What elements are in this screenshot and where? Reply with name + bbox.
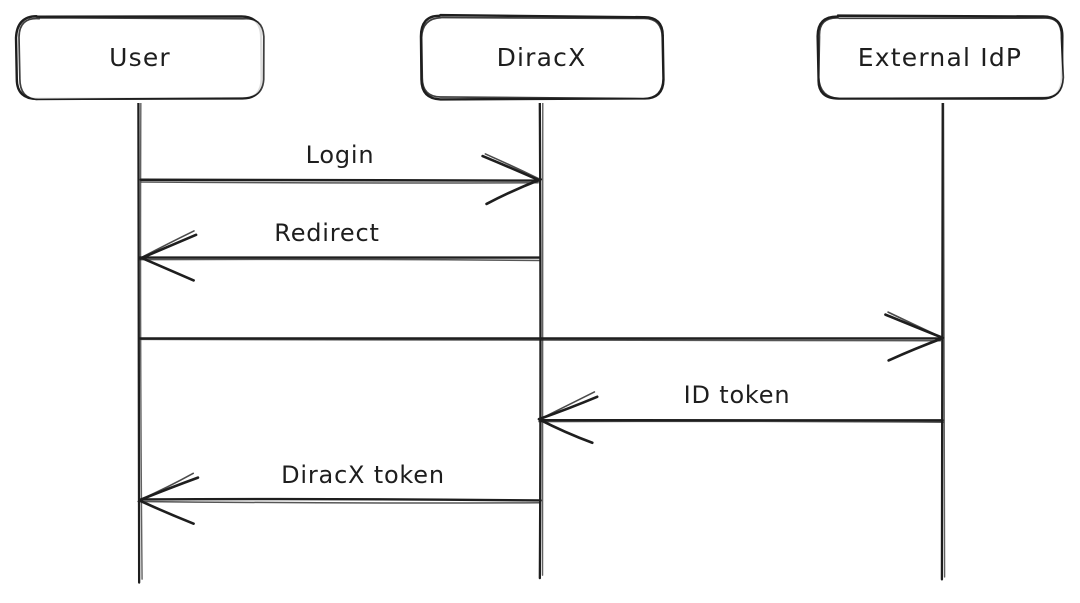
participant-label-user: User	[109, 43, 171, 72]
arrow-head-msg-user-to-idp	[884, 311, 945, 362]
message-msg-diracx-token: DiracX token	[137, 461, 542, 525]
lifeline-user	[137, 98, 143, 584]
message-label-msg-diracx-token: DiracX token	[281, 461, 445, 489]
arrow-head-msg-id-token	[537, 391, 599, 445]
participant-box-sketch-diracx	[420, 16, 664, 100]
participants-layer: User DiracX External IdP	[14, 13, 1066, 103]
participant-label-external-idp: External IdP	[858, 43, 1022, 72]
participant-box-sketch-user	[18, 16, 265, 101]
message-line-msg-diracx-token	[137, 497, 542, 504]
arrow-head-msg-login	[481, 153, 543, 206]
message-label-msg-login: Login	[306, 141, 375, 169]
message-line-msg-redirect	[137, 256, 542, 262]
participant-external-idp[interactable]: External IdP	[814, 13, 1066, 103]
message-msg-user-to-idp	[138, 311, 945, 362]
lifeline-external-idp	[940, 98, 946, 581]
message-msg-login: Login	[139, 141, 543, 206]
participant-user[interactable]: User	[14, 13, 266, 103]
arrow-head-msg-diracx-token	[138, 472, 200, 525]
arrow-head-msg-redirect	[139, 230, 198, 282]
message-line-msg-login	[139, 178, 541, 184]
message-msg-redirect: Redirect	[137, 219, 542, 282]
message-line-msg-id-token	[538, 419, 944, 424]
participant-label-diracx: DiracX	[497, 43, 587, 72]
message-line-msg-user-to-idp	[138, 337, 943, 342]
message-label-msg-id-token: ID token	[684, 381, 791, 409]
participant-box-sketch-external-idp	[817, 17, 1065, 100]
message-msg-id-token: ID token	[537, 381, 944, 445]
participant-diracx[interactable]: DiracX	[416, 13, 667, 103]
message-label-msg-redirect: Redirect	[274, 219, 379, 247]
